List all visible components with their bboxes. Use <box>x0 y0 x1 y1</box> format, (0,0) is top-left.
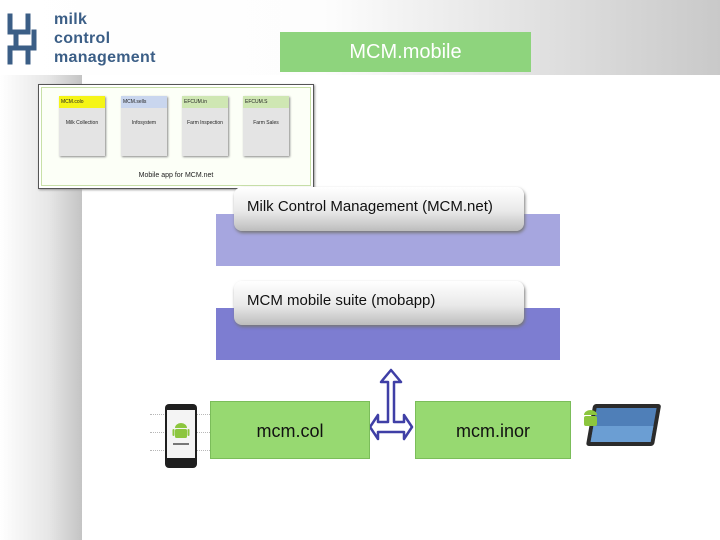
logo-text-milk: milk <box>54 11 88 28</box>
thumbnail-card-body: Farm Sales <box>253 120 279 126</box>
logo: milk control management <box>4 10 174 68</box>
logo-mark-icon <box>7 13 37 65</box>
module-mcm-inor: mcm.inor <box>415 401 571 459</box>
layer-label-mcm-net: Milk Control Management (MCM.net) <box>234 187 524 231</box>
thumbnail-card-header: MCM.colo <box>59 96 105 108</box>
thumbnail-card: EFCUM.in Farm Inspection <box>182 96 228 156</box>
bidirectional-arrow-icon <box>368 368 414 441</box>
thumbnail-card: MCM.colo Milk Collection <box>59 96 105 156</box>
tablet-icon <box>584 404 661 446</box>
logo-text-management: management <box>54 49 156 66</box>
thumbnail-card-header: EFCUM.in <box>182 96 228 108</box>
layer-label-mobile-suite: MCM mobile suite (mobapp) <box>234 281 524 325</box>
thumbnail-frame: MCM.colo Milk Collection MCM.sells Infos… <box>41 87 311 186</box>
logo-text-control: control <box>54 30 111 47</box>
thumbnail-image: MCM.colo Milk Collection MCM.sells Infos… <box>38 84 314 189</box>
thumbnail-card-header: MCM.sells <box>121 96 167 108</box>
thumbnail-card-header: EFCUM.S <box>243 96 289 108</box>
module-mcm-col: mcm.col <box>210 401 370 459</box>
thumbnail-card: MCM.sells Infosystem <box>121 96 167 156</box>
thumbnail-card-body: Milk Collection <box>65 120 99 126</box>
thumbnail-card-body: Infosystem <box>131 120 157 126</box>
android-phone-icon <box>165 404 197 468</box>
thumbnail-card: EFCUM.S Farm Sales <box>243 96 289 156</box>
thumbnail-caption: Mobile app for MCM.net <box>138 172 214 179</box>
slide-title: MCM.mobile <box>280 32 531 72</box>
thumbnail-card-body: Farm Inspection <box>187 120 223 126</box>
